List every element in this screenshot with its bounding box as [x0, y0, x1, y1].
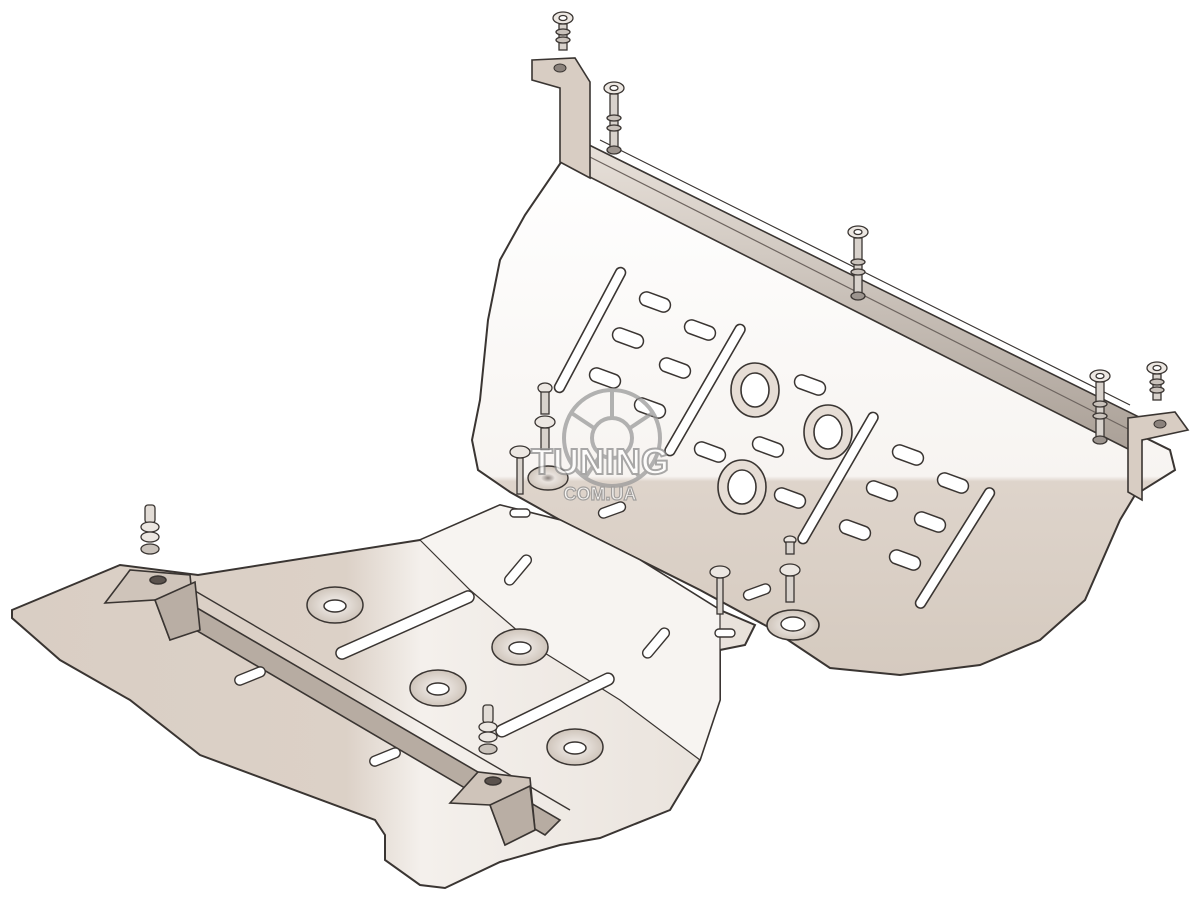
rear-slot [658, 357, 692, 379]
bolt-rear-left-top [552, 11, 574, 51]
front-slot [742, 583, 772, 601]
rear-slot [773, 487, 807, 509]
rear-slot [793, 374, 827, 396]
bolt-rear-middle [847, 225, 869, 301]
nut-center-3 [509, 445, 531, 495]
front-left-bracket [103, 569, 201, 642]
front-rib-2 [495, 672, 615, 738]
front-slot [641, 627, 671, 659]
front-slot [234, 666, 266, 686]
rear-slot [913, 511, 947, 533]
front-slot [597, 501, 627, 519]
bolt-rear-right-1 [1089, 369, 1111, 445]
watermark-domain: COM.UA [564, 484, 637, 504]
front-bosses [306, 586, 604, 766]
rear-slot [683, 319, 717, 341]
bolt-mid-front-2 [779, 563, 801, 603]
rear-slot [751, 436, 785, 458]
rear-slot [588, 367, 622, 389]
rear-rib-2 [664, 323, 746, 457]
watermark: TUNING COM.UA [530, 388, 670, 505]
nut-mid-front-3 [709, 565, 731, 615]
watermark-brand: TUNING [531, 441, 669, 482]
rear-slot [865, 480, 899, 502]
rear-slot [638, 291, 672, 313]
rear-rib-3 [797, 411, 879, 545]
fasteners [140, 11, 1168, 755]
bolt-center-1 [537, 382, 553, 415]
rear-slot [888, 549, 922, 571]
rear-right-bracket [1127, 411, 1190, 502]
rear-left-bracket [531, 57, 591, 180]
rear-slot [891, 444, 925, 466]
bolt-front-right [478, 704, 498, 755]
bolt-center-2 [534, 415, 556, 451]
front-slot [509, 508, 531, 518]
front-plate [11, 501, 772, 890]
rear-slot [693, 441, 727, 463]
front-right-bracket [448, 771, 536, 847]
bolt-front-left [140, 504, 160, 555]
front-slot [369, 747, 401, 767]
rear-slot [936, 472, 970, 494]
rear-slot [611, 327, 645, 349]
bolt-mid-front-1 [783, 535, 797, 555]
rear-slot [838, 519, 872, 541]
rear-rib-4 [914, 487, 996, 609]
bolt-rear-left-2 [603, 81, 625, 155]
rear-rib-1 [553, 266, 627, 394]
front-slot [714, 628, 736, 638]
front-rib-1 [335, 590, 475, 660]
rear-drain-holes [527, 362, 853, 641]
watermark-wheel-icon [562, 388, 662, 488]
front-slot [503, 554, 533, 586]
bolt-rear-right-2 [1146, 361, 1168, 401]
